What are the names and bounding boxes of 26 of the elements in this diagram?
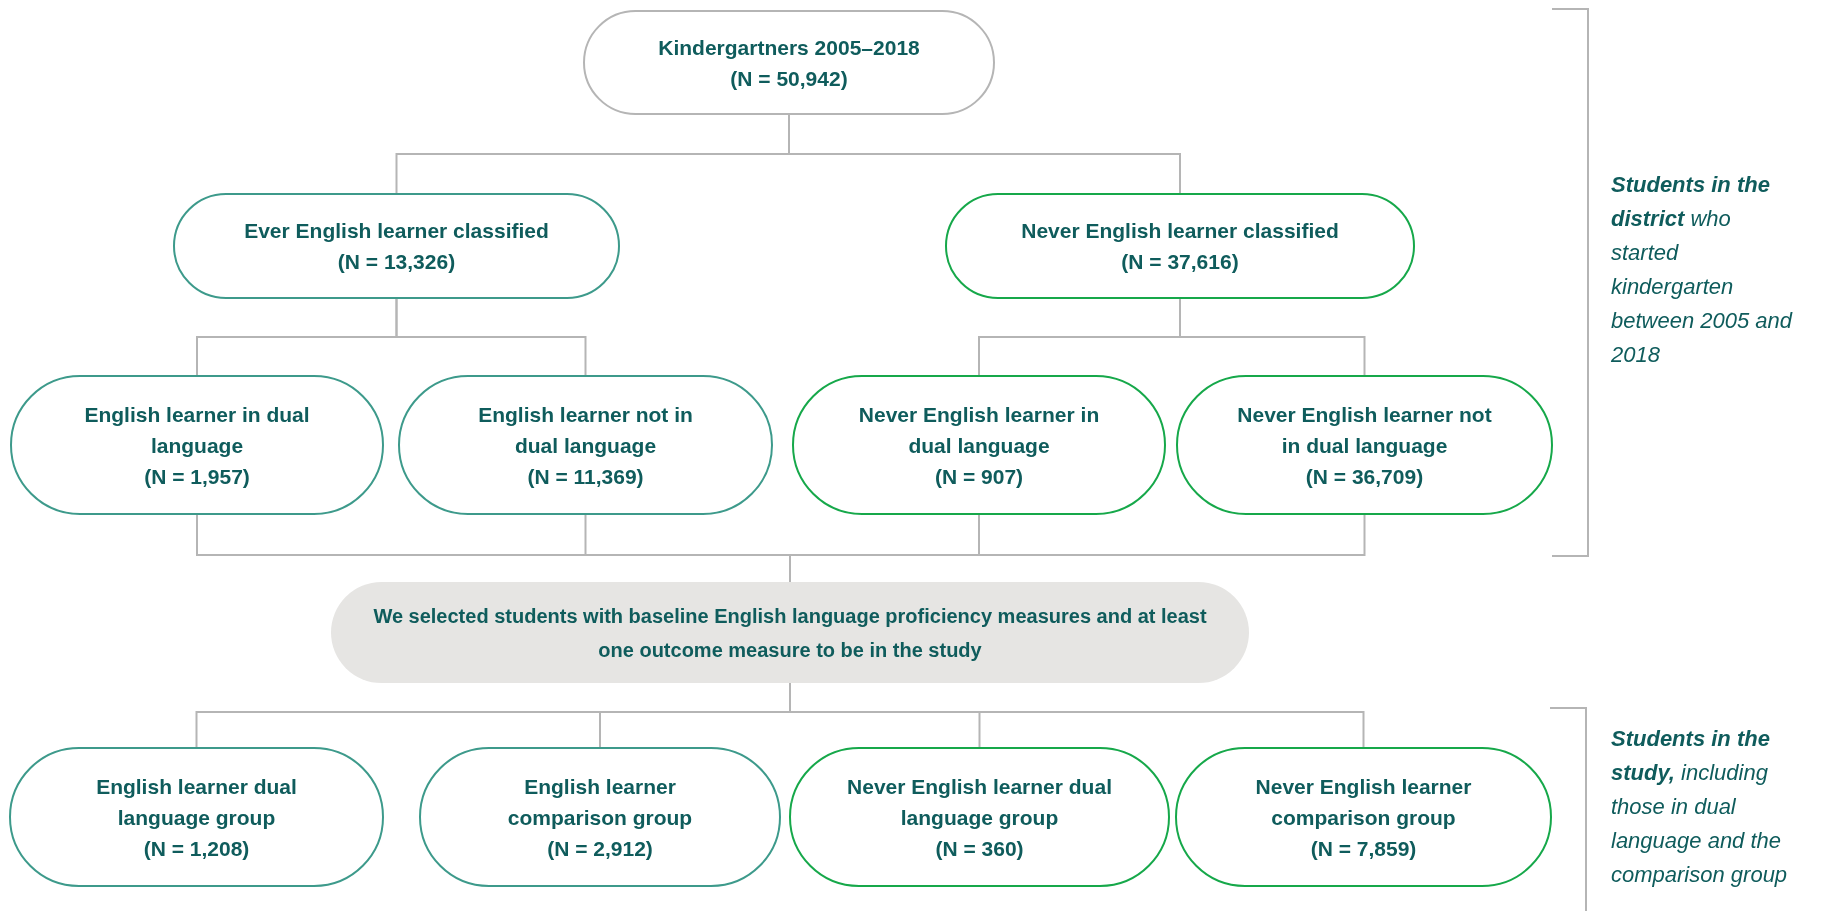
group-name: English learner not in dual language (477, 401, 694, 459)
group-count: (N = 1,957) (144, 463, 250, 490)
group-count: (N = 7,859) (1310, 835, 1417, 862)
group-name: Never English learner dual language group (847, 773, 1112, 831)
group-count: (N = 37,616) (1121, 249, 1239, 275)
group-count: (N = 50,942) (730, 65, 848, 92)
connector-line (395, 298, 587, 376)
group-count: (N = 1,208) (143, 835, 250, 862)
group-name: Kindergartners 2005–2018 (658, 34, 920, 61)
group-count: (N = 13,326) (337, 249, 456, 275)
group-name: Ever English learner classified (244, 218, 549, 244)
group-name: We selected students with baseline English language proficiency measures and at least one outcome measure to be in the study (372, 603, 1208, 663)
group-count: (N = 2,912) (547, 835, 653, 862)
group-name: Never English learner in dual language (857, 401, 1101, 459)
group-name: Never English learner not in dual language (1236, 401, 1493, 459)
group-name: Never English learner classified (1021, 218, 1339, 244)
group-name: English learner in dual language (83, 401, 311, 459)
group-count: (N = 11,369) (527, 463, 644, 490)
group-count: (N = 36,709) (1305, 463, 1424, 490)
group-name: English learner dual language group (95, 773, 298, 831)
bracket-note: Students in the district who started kindergarten between 2005 and 2018 (1611, 171, 1794, 369)
group-count: (N = 360) (935, 835, 1024, 862)
group-name: English learner comparison group (506, 773, 694, 831)
group-count: (N = 907) (934, 463, 1024, 490)
bracket-note: Students in the study, including those in dual language and the comparison group (1611, 725, 1789, 889)
group-name: Never English learner comparison group (1254, 773, 1473, 831)
